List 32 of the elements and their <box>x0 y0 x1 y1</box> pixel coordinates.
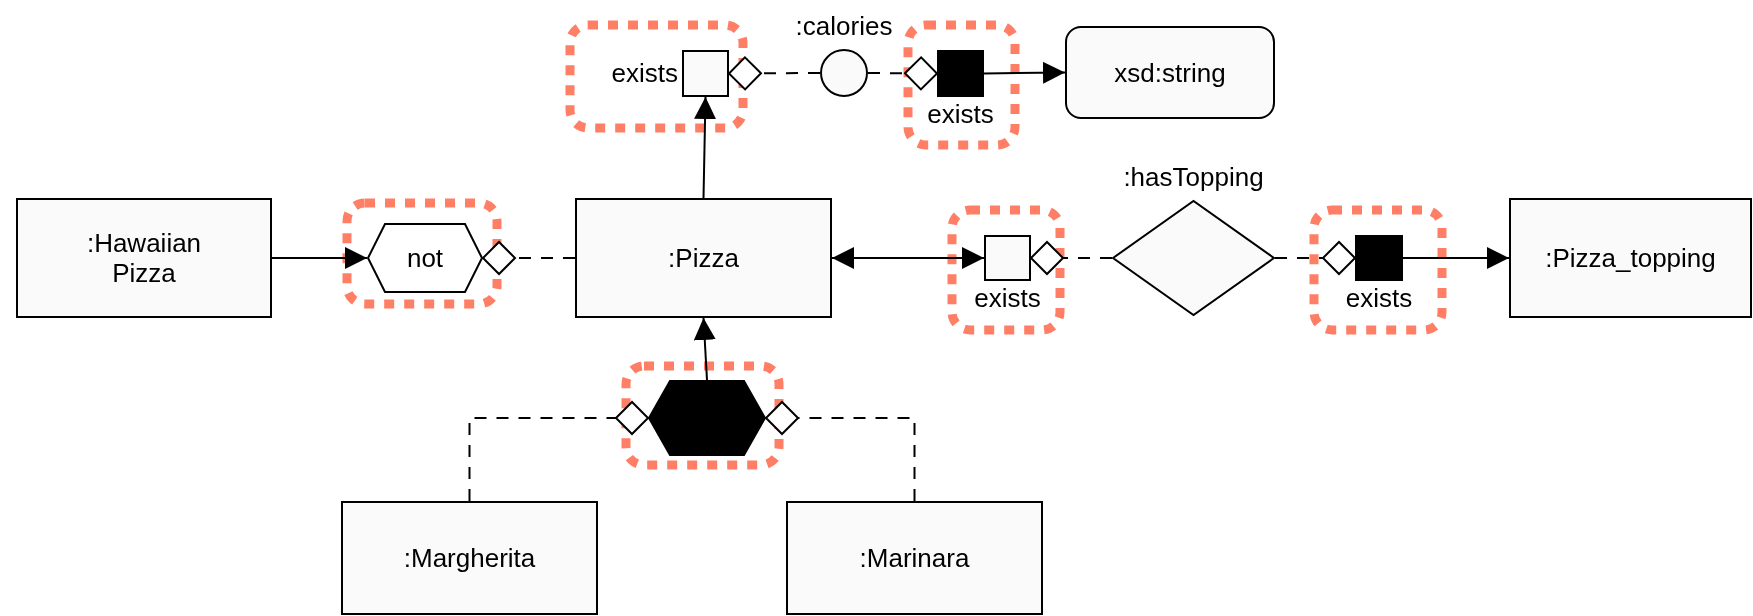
operator-label: exists <box>926 99 995 129</box>
connector <box>693 317 716 381</box>
class-label: :Pizza_topping <box>1545 243 1716 273</box>
class-box <box>1509 198 1752 318</box>
connector <box>468 401 649 502</box>
operator-label: exists <box>610 57 678 88</box>
class-box <box>786 501 1043 615</box>
operator-label: not <box>405 243 445 273</box>
datatype-box <box>1065 26 1275 119</box>
connector <box>728 56 821 91</box>
connector <box>271 247 368 269</box>
operator-label: exists <box>973 283 1042 313</box>
class-label: :Margherita <box>403 543 536 573</box>
connector <box>1030 241 1113 275</box>
predicate-label: :hasTopping <box>1122 162 1265 192</box>
connector <box>765 401 916 502</box>
class-box <box>575 198 832 318</box>
class-label: :Hawaiian Pizza <box>85 228 203 288</box>
class-label: :Pizza <box>668 243 739 273</box>
operator-label: exists <box>1344 283 1414 313</box>
class-box <box>16 198 272 318</box>
connector <box>983 61 1066 84</box>
connector <box>694 96 717 199</box>
connector <box>867 56 938 91</box>
class-box <box>341 501 598 615</box>
connector <box>482 241 576 275</box>
connector <box>1274 241 1356 275</box>
connector <box>1402 247 1510 269</box>
class-label: :Marinara <box>859 543 970 573</box>
class-label: xsd:string <box>1114 57 1226 88</box>
predicate-label: :calories <box>794 11 894 41</box>
connector <box>831 247 985 269</box>
